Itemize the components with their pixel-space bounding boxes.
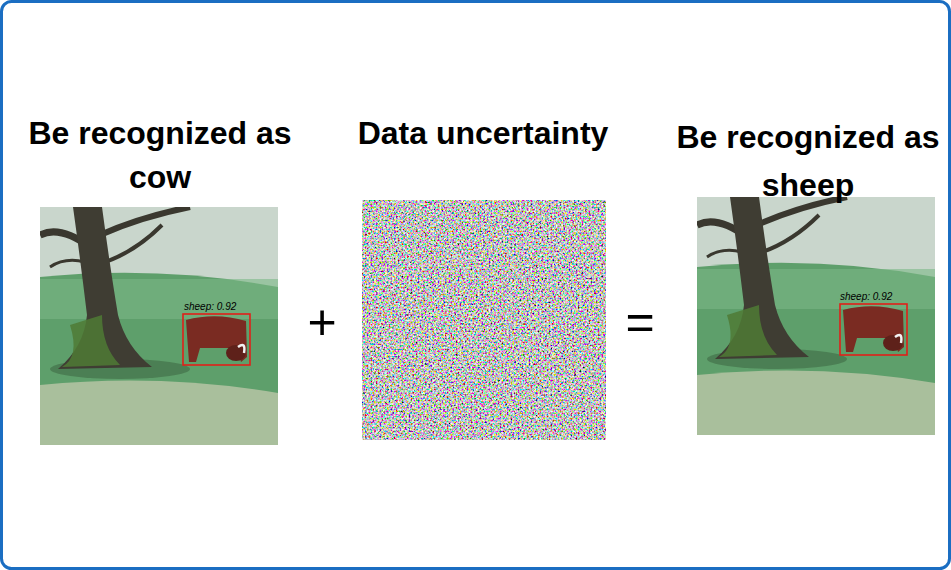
image-panel: Be recognized as sheep xyxy=(673,113,943,435)
perturbed-photo xyxy=(697,197,935,435)
noise-image xyxy=(362,200,606,440)
image-panel: Be recognized as cow xyxy=(25,111,295,445)
equals-sign: = xyxy=(625,297,654,347)
panel-heading: Data uncertainty xyxy=(353,113,613,153)
panel-heading: Be recognized as cow xyxy=(25,111,295,199)
score-label: sheep: 0.92 xyxy=(840,292,892,302)
image-panel: Data uncertainty xyxy=(353,113,613,440)
plus-sign: + xyxy=(307,297,336,347)
panel-heading: Be recognized as sheep xyxy=(673,113,943,209)
score-label: sheep: 0.92 xyxy=(184,302,236,312)
original-photo xyxy=(40,207,278,445)
